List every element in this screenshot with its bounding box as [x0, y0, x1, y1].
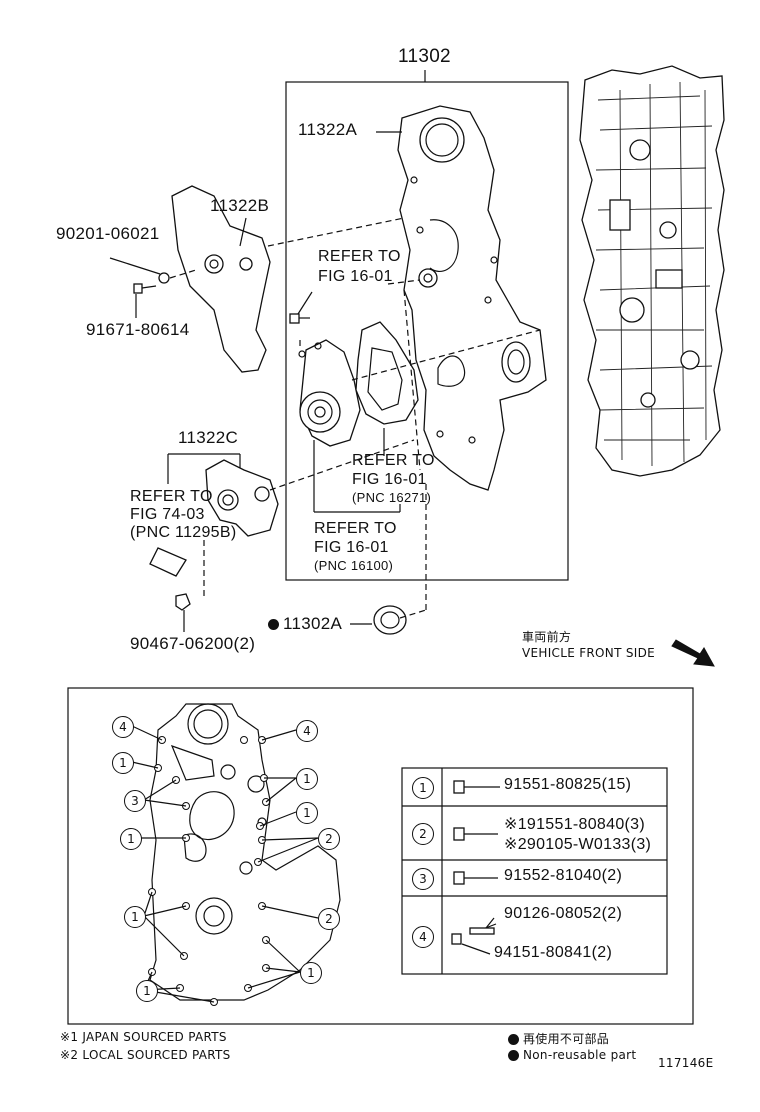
refer-note-4-line-1: REFER TO — [130, 488, 213, 505]
legend-non-reusable-en: Non-reusable part — [508, 1048, 636, 1062]
bolt-91671-drawing — [133, 283, 157, 294]
callout-2-right-b: 2 — [318, 908, 340, 930]
washer-drawing — [158, 272, 170, 284]
refer-note-3-line-3: (PNC 16100) — [314, 558, 394, 573]
refer-note-2-line-3: (PNC 16271) — [352, 490, 432, 505]
vehicle-front-arrow-icon — [671, 639, 715, 667]
table-row-3-number: 3 — [412, 868, 434, 890]
oil-seal-drawing — [373, 605, 407, 635]
water-pump-drawing — [298, 339, 361, 447]
part-number-11322a: 11322A — [298, 120, 358, 139]
bolt-ref-drawing — [289, 313, 310, 324]
table-row-4-part-b: 94151-80841(2) — [494, 944, 613, 961]
stud-90467-drawing — [175, 593, 191, 611]
table-row-1-part: 91551-80825(15) — [504, 776, 632, 793]
timing-cover-drawing — [397, 105, 547, 491]
parts-table-grid — [401, 767, 668, 975]
bracket-c-drawing — [205, 459, 279, 537]
legend-non-reusable-jp: 再使用不可部品 — [508, 1030, 609, 1047]
engine-block-drawing — [579, 65, 725, 477]
part-number-11302a-text: 11302A — [283, 614, 343, 633]
callout-1-left-a: 1 — [112, 752, 134, 774]
table-row-1-number: 1 — [412, 777, 434, 799]
table-row-4-part-a: 90126-08052(2) — [504, 905, 623, 922]
legend-dot-icon — [508, 1034, 519, 1045]
refer-note-4-line-2: FIG 74-03 — [130, 506, 205, 523]
table-row-3-part: 91552-81040(2) — [504, 867, 623, 884]
refer-note-3-line-1: REFER TO — [314, 520, 397, 537]
figure-id: 117146E — [658, 1056, 714, 1070]
part-number-11302a: 11302A — [268, 614, 342, 634]
part-number-11322b: 11322B — [210, 196, 270, 215]
part-number-11302: 11302 — [398, 46, 451, 67]
footnote-local-sourced: ※2 LOCAL SOURCED PARTS — [60, 1048, 231, 1062]
bracket-b-drawing — [171, 185, 271, 373]
vehicle-front-label-jp: 車両前方 — [522, 630, 572, 644]
non-reusable-marker-icon — [268, 619, 279, 631]
refer-note-1-line-1: REFER TO — [318, 248, 401, 265]
callout-1-right-b: 1 — [296, 802, 318, 824]
assembly-box — [285, 81, 569, 581]
table-bolt-icons — [451, 780, 500, 955]
callout-4-top-left: 4 — [112, 716, 134, 738]
callout-1-left-c: 1 — [124, 906, 146, 928]
callout-1-left-d: 1 — [136, 980, 158, 1002]
callout-1-right-a: 1 — [296, 768, 318, 790]
legend-non-reusable-jp-text: 再使用不可部品 — [523, 1032, 610, 1046]
part-number-91671: 91671-80614 — [86, 320, 190, 339]
refer-note-1-line-2: FIG 16-01 — [318, 268, 393, 285]
callout-1-left-b: 1 — [120, 828, 142, 850]
table-row-4-number: 4 — [412, 926, 434, 948]
refer-note-4-line-3: (PNC 11295B) — [130, 524, 237, 541]
footnote-japan-sourced: ※1 JAPAN SOURCED PARTS — [60, 1030, 227, 1044]
part-number-90467: 90467-06200(2) — [130, 634, 256, 653]
table-row-2-part-a: ※191551-80840(3) — [504, 816, 645, 833]
bolt-location-box — [67, 687, 694, 1025]
refer-note-3-line-2: FIG 16-01 — [314, 539, 389, 556]
callout-3-left: 3 — [124, 790, 146, 812]
callout-4-top-right: 4 — [296, 720, 318, 742]
cover-outline-drawing — [149, 703, 341, 1001]
part-number-90201: 90201-06021 — [56, 224, 160, 243]
table-row-2-part-b: ※290105-W0133(3) — [504, 836, 652, 853]
legend-dot-icon-2 — [508, 1050, 519, 1061]
callout-2-right-a: 2 — [318, 828, 340, 850]
gasket-11295b-drawing — [149, 547, 187, 577]
table-row-2-number: 2 — [412, 823, 434, 845]
callout-1-right-c: 1 — [300, 962, 322, 984]
legend-non-reusable-en-text: Non-reusable part — [523, 1048, 637, 1062]
vehicle-front-label-en: VEHICLE FRONT SIDE — [522, 646, 655, 660]
refer-note-2-line-1: REFER TO — [352, 452, 435, 469]
refer-note-2-line-2: FIG 16-01 — [352, 471, 427, 488]
part-number-11322c: 11322C — [178, 428, 239, 447]
